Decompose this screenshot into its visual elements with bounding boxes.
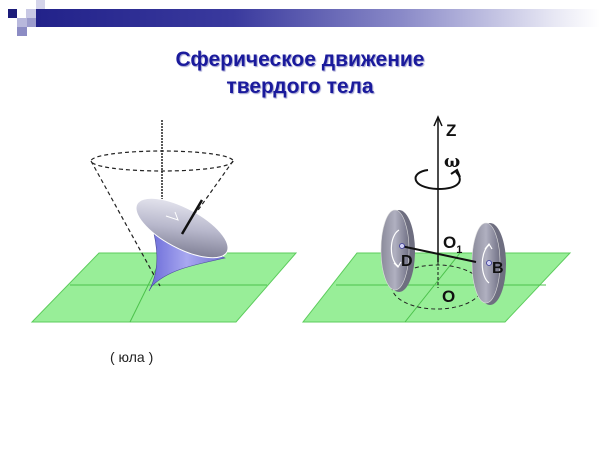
point-d-marker [399, 243, 405, 249]
o1-subscript: 1 [456, 244, 462, 256]
left-wheel [380, 209, 415, 292]
axle-line [400, 245, 477, 263]
point-b-marker [486, 260, 492, 266]
point-d-label: D [401, 253, 413, 270]
omega-label: ω [444, 152, 460, 172]
deco-square [17, 18, 27, 27]
title-line-2: твердого тела [226, 75, 374, 98]
top-caption: ( юла ) [110, 349, 154, 365]
point-b-label: B [492, 260, 504, 277]
axis-label-z: Z [446, 121, 456, 140]
title-line-1: Сферическое движение [175, 48, 425, 71]
o1-main: O [443, 233, 456, 252]
deco-square [27, 18, 36, 27]
deco-square [8, 9, 17, 18]
slide-title: Сферическое движение твердого тела [0, 46, 600, 100]
right-ground-plane [301, 252, 572, 323]
spinning-top [135, 197, 229, 292]
title-bar [36, 9, 600, 27]
origin-o-label: O [442, 287, 455, 306]
left-ground-plane [30, 252, 298, 323]
center-o1-label: O1 [443, 233, 462, 256]
deco-square [36, 0, 45, 9]
rotation-arrow-icon [414, 168, 461, 191]
deco-square [17, 27, 27, 36]
deco-square [26, 9, 36, 18]
